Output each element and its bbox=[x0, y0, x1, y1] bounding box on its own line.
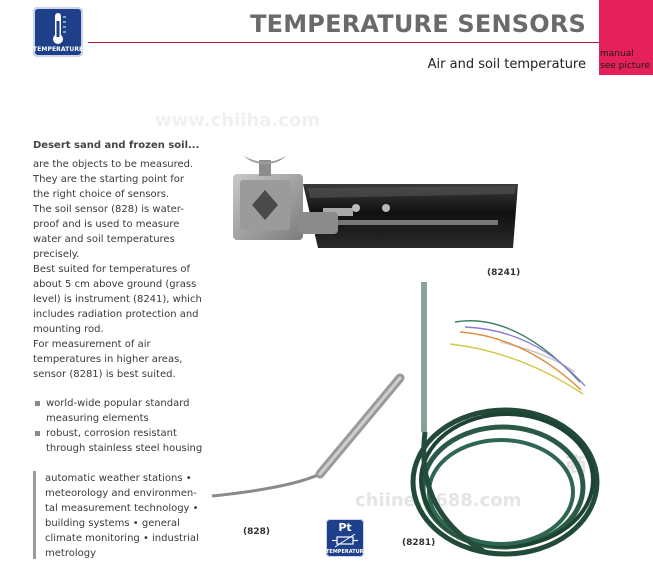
intro-line: the right choice of sensors. bbox=[33, 189, 170, 200]
resistor-icon bbox=[332, 533, 358, 548]
page-title: TEMPERATURE SENSORS bbox=[250, 10, 586, 38]
intro-line: The soil sensor (828) is water- bbox=[33, 204, 184, 215]
intro-line: temperatures in higher areas, bbox=[33, 354, 183, 365]
thermometer-icon bbox=[53, 13, 66, 44]
intro-line: water and soil temperatures bbox=[33, 234, 175, 245]
caption-828: (828) bbox=[243, 527, 271, 537]
feature-line: through stainless steel housing bbox=[46, 443, 203, 454]
bullet-square-icon bbox=[35, 401, 40, 406]
sensor-8241-image bbox=[233, 156, 518, 248]
applications-line: tal measurement technology • bbox=[45, 503, 199, 514]
caption-8241: (8241) bbox=[487, 268, 521, 278]
pt-temperature-badge: Pt TEMPERATURE bbox=[326, 519, 367, 557]
applications-line: metrology bbox=[45, 548, 96, 559]
intro-line: For measurement of air bbox=[33, 339, 151, 350]
caption-8281: (8281) bbox=[402, 538, 436, 548]
sensor-8281-image bbox=[410, 282, 600, 557]
tab-label-see-picture: see picture bbox=[600, 61, 651, 71]
logo-label: TEMPERATURE bbox=[33, 46, 84, 53]
intro-line: sensor (8281) is best suited. bbox=[33, 369, 176, 380]
applications-line: meteorology and environmen- bbox=[45, 488, 197, 499]
intro-heading: Desert sand and frozen soil... bbox=[33, 140, 200, 151]
feature-list: world-wide popular standard measuring el… bbox=[33, 396, 213, 456]
section-tab: manual see picture bbox=[599, 0, 653, 75]
intro-line: proof and is used to measure bbox=[33, 219, 180, 230]
applications-line: automatic weather stations • bbox=[45, 473, 192, 484]
pt-label: Pt bbox=[338, 521, 352, 534]
intro-line: mounting rod. bbox=[33, 324, 104, 335]
feature-line: world-wide popular standard bbox=[46, 398, 190, 409]
bullet-square-icon bbox=[35, 431, 40, 436]
watermark-1: www.chiiha.com bbox=[155, 110, 320, 131]
applications-bar bbox=[33, 471, 36, 559]
applications-text: automatic weather stations • meteorology… bbox=[45, 471, 215, 561]
applications-line: building systems • general bbox=[45, 518, 180, 529]
intro-line: They are the starting point for bbox=[33, 174, 185, 185]
feature-line: robust, corrosion resistant bbox=[46, 428, 177, 439]
intro-line: Best suited for temperatures of bbox=[33, 264, 191, 275]
header-rule bbox=[88, 42, 600, 43]
page-subtitle: Air and soil temperature bbox=[427, 57, 586, 72]
intro-line: level) is instrument (8241), which bbox=[33, 294, 202, 305]
watermark-3: chiine.1688.com bbox=[355, 490, 522, 511]
applications-line: climate monitoring • industrial bbox=[45, 533, 199, 544]
pt-badge-label: TEMPERATURE bbox=[326, 549, 367, 555]
intro-line: are the objects to be measured. bbox=[33, 159, 194, 170]
intro-line: about 5 cm above ground (grass bbox=[33, 279, 197, 290]
sensor-828-image bbox=[211, 373, 405, 498]
intro-text: are the objects to be measured. They are… bbox=[33, 157, 211, 382]
intro-line: includes radiation protection and bbox=[33, 309, 199, 320]
feature-item: world-wide popular standard measuring el… bbox=[33, 396, 213, 426]
intro-line: precisely. bbox=[33, 249, 80, 260]
feature-item: robust, corrosion resistant through stai… bbox=[33, 426, 213, 456]
feature-line: measuring elements bbox=[46, 413, 149, 424]
temperature-logo: TEMPERATURE bbox=[33, 7, 83, 57]
tab-label-manual: manual bbox=[600, 49, 634, 59]
